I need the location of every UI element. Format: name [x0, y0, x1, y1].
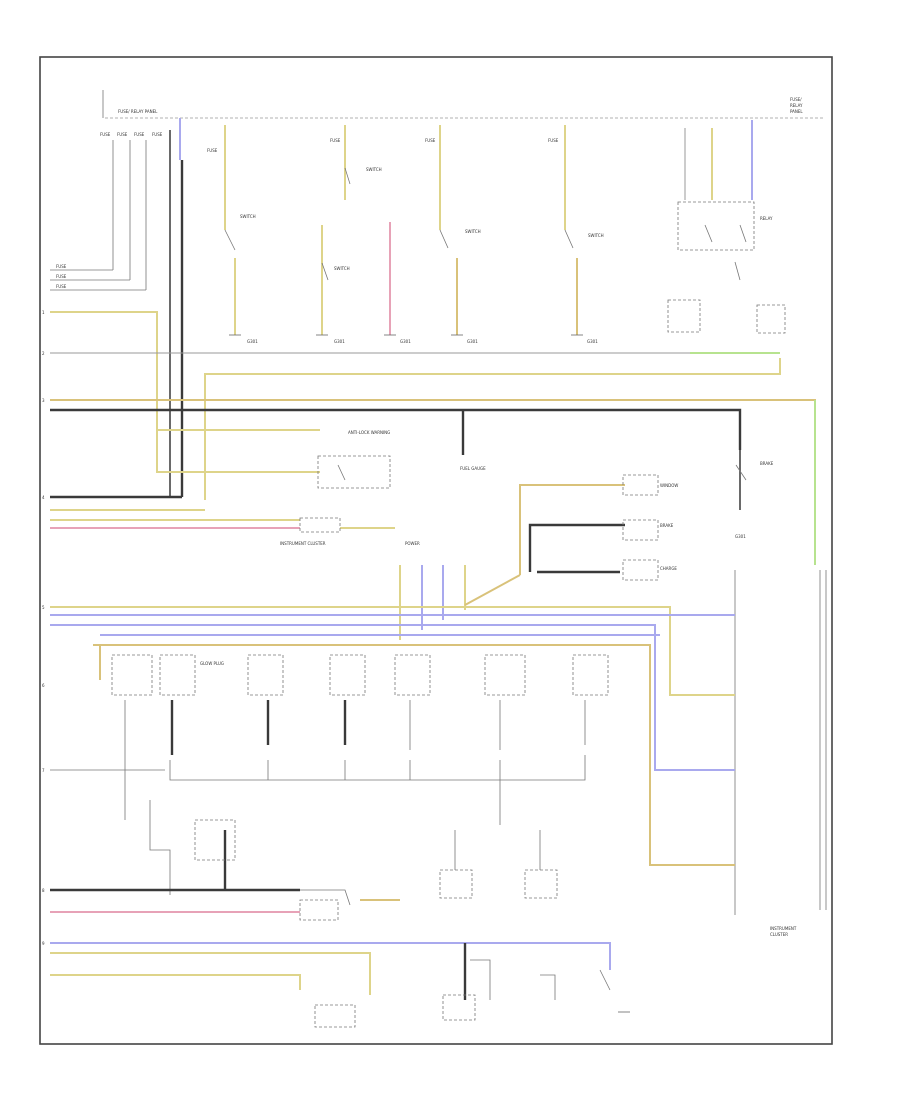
svg-text:FUSE: FUSE [100, 132, 111, 137]
svg-text:INSTRUMENT: INSTRUMENT [770, 926, 797, 931]
svg-text:FUEL GAUGE: FUEL GAUGE [460, 466, 486, 471]
svg-text:RELAY: RELAY [790, 103, 803, 108]
svg-text:SWITCH: SWITCH [240, 214, 256, 219]
svg-text:G301: G301 [247, 339, 258, 344]
svg-text:FUSE: FUSE [56, 274, 67, 279]
svg-text:FUSE: FUSE [56, 264, 67, 269]
svg-text:FUSE: FUSE [330, 138, 341, 143]
svg-text:FUSE: FUSE [56, 284, 67, 289]
svg-text:G301: G301 [467, 339, 478, 344]
svg-text:BRAKE: BRAKE [660, 523, 674, 528]
svg-text:POWER: POWER [405, 541, 420, 546]
fuse-feeds [224, 120, 753, 335]
svg-text:8: 8 [42, 888, 45, 893]
svg-text:INSTRUMENT CLUSTER: INSTRUMENT CLUSTER [280, 541, 326, 546]
svg-text:CHARGE: CHARGE [660, 566, 677, 571]
diagram-frame [39, 56, 833, 1045]
svg-text:GLOW PLUG: GLOW PLUG [200, 661, 224, 666]
svg-text:3: 3 [42, 398, 45, 403]
svg-text:BRAKE: BRAKE [760, 461, 774, 466]
top-switches: SWITCH SWITCH SWITCH SWITCH SWITCH FUSE … [207, 138, 604, 281]
svg-text:7: 7 [42, 768, 45, 773]
svg-text:G301: G301 [400, 339, 411, 344]
svg-text:FUSE: FUSE [425, 138, 436, 143]
svg-text:PANEL: PANEL [790, 109, 803, 114]
svg-text:FUSE: FUSE [548, 138, 559, 143]
svg-text:WINDOW: WINDOW [660, 483, 678, 488]
svg-text:SWITCH: SWITCH [366, 167, 382, 172]
svg-text:SWITCH: SWITCH [465, 229, 481, 234]
svg-text:G301: G301 [334, 339, 345, 344]
svg-text:FUSE/: FUSE/ [790, 97, 802, 102]
module-row: GLOW PLUG [50, 654, 609, 825]
ground-row: G301 G301 G301 G301 G301 [229, 334, 598, 344]
lower-section [50, 800, 630, 1028]
svg-text:FUSE: FUSE [207, 148, 218, 153]
brake-switch: BRAKE G301 [735, 450, 774, 539]
svg-text:9: 9 [42, 941, 45, 946]
svg-text:RELAY: RELAY [760, 216, 773, 221]
top-bus: FUSE/ RELAY PANEL FUSE/ RELAY PANEL FUSE… [50, 90, 825, 497]
svg-text:SWITCH: SWITCH [334, 266, 350, 271]
svg-text:6: 6 [42, 683, 45, 688]
connector-column: INSTRUMENT CLUSTER [734, 570, 827, 937]
svg-text:FUSE/ RELAY PANEL: FUSE/ RELAY PANEL [118, 109, 158, 114]
svg-text:CLUSTER: CLUSTER [770, 932, 788, 937]
harness: INSTRUMENT CLUSTER FUEL GAUGE ANTI-LOCK … [50, 311, 816, 565]
left-markers: 1 2 3 4 5 6 7 8 9 [42, 310, 45, 946]
svg-text:ANTI-LOCK WARNING: ANTI-LOCK WARNING [348, 430, 390, 435]
svg-text:FUSE: FUSE [134, 132, 145, 137]
svg-text:2: 2 [42, 351, 45, 356]
svg-text:4: 4 [42, 495, 45, 500]
signal-lines: POWER WINDOW BRAKE CHARGE [50, 474, 735, 866]
svg-text:1: 1 [42, 310, 45, 315]
relay-block: RELAY [667, 201, 786, 334]
svg-text:FUSE: FUSE [152, 132, 163, 137]
svg-text:G301: G301 [735, 534, 746, 539]
svg-text:G301: G301 [587, 339, 598, 344]
svg-text:SWITCH: SWITCH [588, 233, 604, 238]
svg-text:FUSE: FUSE [117, 132, 128, 137]
svg-text:5: 5 [42, 605, 45, 610]
